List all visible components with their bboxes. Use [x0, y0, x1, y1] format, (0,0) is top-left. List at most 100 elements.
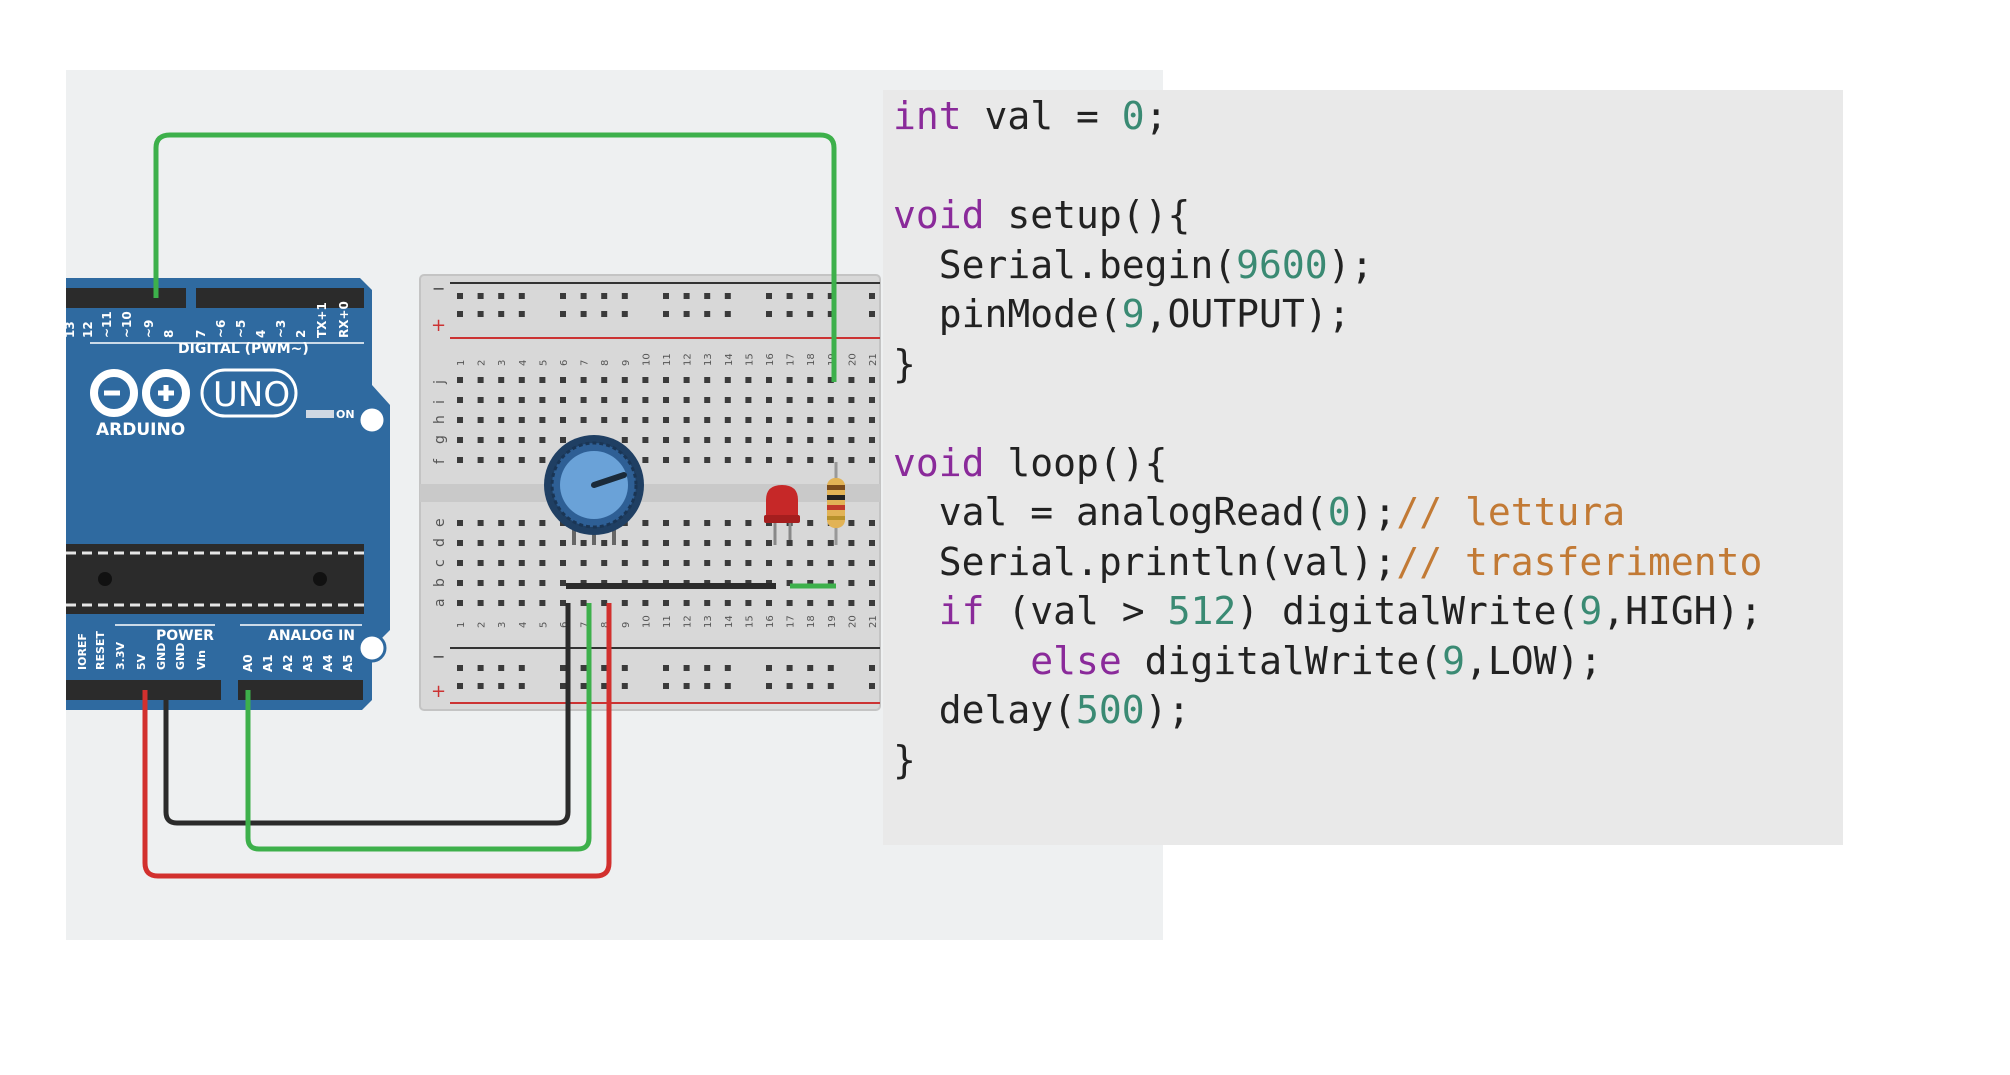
breadboard-hole [539, 600, 546, 606]
code-token: ,LOW); [1464, 638, 1603, 683]
breadboard-hole [621, 417, 628, 423]
breadboard-hole [518, 457, 525, 463]
code-line: int val = 0; [893, 92, 1843, 142]
breadboard-hole [766, 437, 772, 443]
breadboard-hole [745, 417, 752, 423]
breadboard-hole [786, 540, 793, 546]
rail-hole [724, 665, 731, 671]
breadboard-hole [539, 397, 546, 403]
rail-bottom-minus-label: − [432, 647, 445, 666]
rail-hole [601, 293, 608, 299]
column-number-bottom: 5 [538, 622, 549, 628]
rail-hole [498, 293, 505, 299]
code-line: void setup(){ [893, 191, 1843, 241]
breadboard-hole [704, 437, 711, 443]
column-number-bottom: 15 [744, 615, 755, 628]
code-token: val = [961, 94, 1122, 138]
breadboard-hole [807, 580, 814, 586]
code-token [893, 589, 939, 633]
breadboard-hole [869, 600, 875, 606]
breadboard-hole [601, 377, 608, 383]
breadboard-hole [848, 540, 855, 546]
chip-dot-right [313, 572, 327, 586]
rail-hole [683, 683, 690, 689]
breadboard-hole [663, 600, 669, 606]
rail-hole [663, 683, 669, 689]
analog-pin-label: A4 [321, 654, 335, 672]
power-pin-label: 3.3V [114, 642, 127, 670]
breadboard-hole [457, 377, 463, 383]
breadboard-hole [766, 377, 772, 383]
breadboard-hole [498, 397, 505, 403]
breadboard-hole [766, 397, 772, 403]
breadboard-hole [477, 600, 484, 606]
code-line: Serial.println(val);// trasferimento [893, 538, 1843, 588]
breadboard-hole [498, 457, 505, 463]
wire-red-5v-to-pot [142, 603, 612, 879]
column-number-bottom: 17 [786, 615, 797, 628]
row-letter: a [432, 598, 448, 607]
column-number-bottom: 8 [600, 622, 611, 628]
column-number-bottom: 3 [497, 622, 508, 628]
rail-hole [807, 311, 814, 317]
breadboard-hole [621, 600, 628, 606]
potentiometer-indicator [591, 472, 627, 488]
breadboard-hole [848, 457, 855, 463]
column-number-bottom: 4 [518, 622, 529, 628]
code-token: Serial.println(val); [893, 539, 1397, 584]
breadboard-hole [642, 397, 649, 403]
breadboard-hole [621, 397, 628, 403]
breadboard-hole [518, 397, 525, 403]
column-number-bottom: 2 [477, 622, 488, 628]
breadboard-hole [827, 600, 834, 606]
breadboard-hole [663, 377, 669, 383]
rail-hole [560, 683, 566, 689]
breadboard-hole [477, 397, 484, 403]
breadboard-hole [580, 560, 587, 566]
breadboard-hole [663, 417, 669, 423]
row-letter: b [432, 578, 448, 587]
code-token: ,OUTPUT); [1144, 292, 1351, 336]
breadboard-hole [663, 437, 669, 443]
breadboard-hole [539, 580, 546, 586]
breadboard-hole [477, 437, 484, 443]
row-letter: e [432, 518, 448, 527]
rail-hole [869, 683, 875, 689]
potentiometer [544, 435, 644, 545]
breadboard-hole [539, 417, 546, 423]
breadboard-hole [580, 397, 587, 403]
breadboard-hole [518, 580, 525, 586]
analog-pin-label: A3 [301, 654, 315, 672]
rail-hole [663, 293, 669, 299]
digital-pin-label: 7 [194, 330, 208, 338]
column-number-top: 9 [621, 360, 632, 366]
breadboard-hole [477, 560, 484, 566]
column-number-top: 4 [518, 360, 529, 366]
breadboard-hole [869, 417, 875, 423]
breadboard-hole [807, 520, 814, 526]
breadboard-hole [848, 600, 855, 606]
wire-black-gnd-to-pot [163, 603, 571, 826]
breadboard: − + − + 11223344556677889910101111121213… [419, 274, 881, 711]
breadboard-hole [621, 377, 628, 383]
breadboard-hole [457, 560, 463, 566]
code-line: val = analogRead(0);// lettura [893, 488, 1843, 538]
breadboard-hole [539, 457, 546, 463]
breadboard-hole [477, 580, 484, 586]
breadboard-hole [869, 377, 875, 383]
breadboard-hole [477, 457, 484, 463]
rail-top-plus-label: + [431, 315, 446, 336]
breadboard-hole [766, 417, 772, 423]
column-number-top: 6 [559, 360, 570, 366]
rail-hole [766, 665, 772, 671]
breadboard-hole [642, 600, 649, 606]
breadboard-hole [498, 560, 505, 566]
column-number-top: 18 [806, 353, 817, 366]
code-token: 9 [1442, 638, 1465, 683]
column-number-top: 16 [765, 353, 776, 366]
rail-hole [766, 293, 772, 299]
rail-hole [580, 293, 587, 299]
breadboard-hole [560, 560, 566, 566]
column-number-top: 21 [868, 353, 879, 366]
